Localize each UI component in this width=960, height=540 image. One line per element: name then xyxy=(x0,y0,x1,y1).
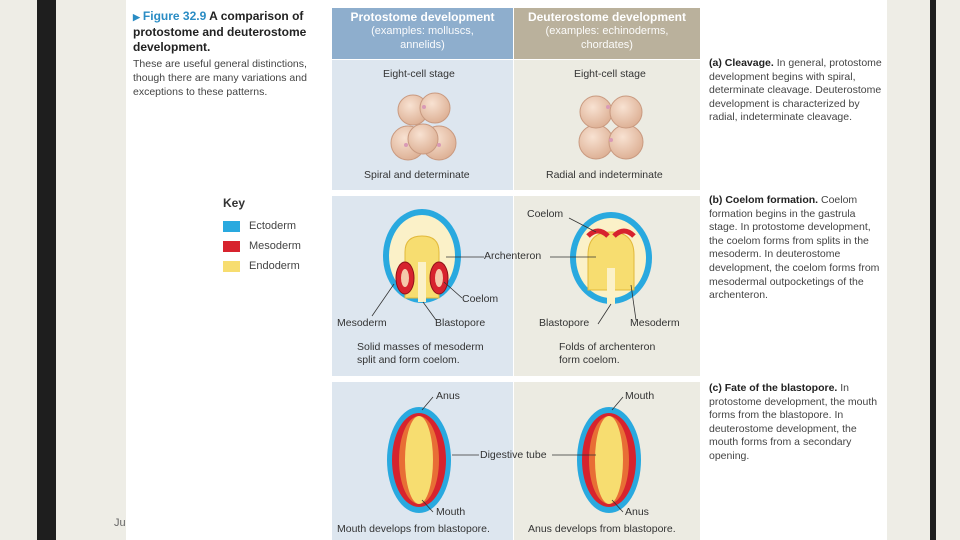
proto-mouth-label: Mouth xyxy=(436,506,466,518)
figure-description: These are useful general distinctions, t… xyxy=(133,58,307,98)
deut-eight-cell-embryo xyxy=(578,95,644,160)
textbook-page: ▶Figure 32.9 A comparison of protostome … xyxy=(126,0,887,540)
deut-blastopore-caption: Anus develops from blastopore. xyxy=(528,523,676,535)
figure-title: A comparison of protostome and deuterost… xyxy=(133,9,307,54)
digestive-tube-label: Digestive tube xyxy=(480,449,547,461)
deut-mesoderm-label: Mesoderm xyxy=(630,317,680,329)
endoderm-swatch xyxy=(223,260,240,272)
diagram-illustrations xyxy=(371,92,652,513)
deut-gastrula xyxy=(570,212,652,304)
deut-mouth-label: Mouth xyxy=(625,390,655,402)
figure-number: Figure 32.9 xyxy=(142,9,207,23)
leader-lines xyxy=(371,217,637,513)
proto-mesoderm-label: Mesoderm xyxy=(337,317,387,329)
deut-blastopore-label: Blastopore xyxy=(539,317,590,329)
mesoderm-swatch xyxy=(223,240,240,252)
color-key: Key Ectoderm Mesoderm Endoderm xyxy=(223,196,301,276)
key-title: Key xyxy=(223,196,246,210)
deut-cleavage-panel xyxy=(514,60,700,190)
proto-cleavage-caption: Spiral and determinate xyxy=(364,169,470,181)
deut-cleavage-caption: Radial and indeterminate xyxy=(546,169,663,181)
proto-coelom-label: Coelom xyxy=(462,293,499,305)
proto-blastopore-label: Blastopore xyxy=(435,317,486,329)
key-item-ectoderm: Ectoderm xyxy=(223,216,301,236)
caption-arrow-icon: ▶ xyxy=(133,12,140,22)
blastopore-explanation: (c) Fate of the blastopore. In protostom… xyxy=(709,382,878,462)
deut-anus-label: Anus xyxy=(625,506,649,518)
key-item-mesoderm: Mesoderm xyxy=(223,236,301,256)
deut-digestive-embryo xyxy=(577,407,641,513)
archenteron-label: Archenteron xyxy=(484,250,542,262)
proto-gastrula xyxy=(383,209,461,303)
deut-coelom-label: Coelom xyxy=(527,208,564,220)
left-dark-bar xyxy=(37,0,56,540)
cleavage-explanation: (a) Cleavage. In general, protostome dev… xyxy=(709,57,882,124)
deuterostome-heading: Deuterostome development (examples: echi… xyxy=(514,8,700,59)
ectoderm-swatch xyxy=(223,220,240,232)
figure-caption: ▶Figure 32.9 A comparison of protostome … xyxy=(133,9,323,99)
proto-blastopore-caption: Mouth develops from blastopore. xyxy=(337,523,490,535)
footer-fragment: Ju xyxy=(114,517,126,529)
coelom-explanation: (b) Coelom formation. Coelom formation b… xyxy=(709,194,880,302)
right-dark-bar xyxy=(930,0,936,540)
proto-digestive-embryo xyxy=(387,407,451,513)
proto-anus-label: Anus xyxy=(436,390,460,402)
deut-stage-label: Eight-cell stage xyxy=(574,68,646,80)
proto-stage-label: Eight-cell stage xyxy=(383,68,455,80)
proto-coelom-caption: Solid masses of mesoderm split and form … xyxy=(357,341,484,366)
protostome-heading: Protostome development (examples: mollus… xyxy=(332,8,513,59)
key-item-endoderm: Endoderm xyxy=(223,256,301,276)
proto-eight-cell-embryo xyxy=(390,92,457,161)
deut-coelom-caption: Folds of archenteron form coelom. xyxy=(559,341,656,366)
